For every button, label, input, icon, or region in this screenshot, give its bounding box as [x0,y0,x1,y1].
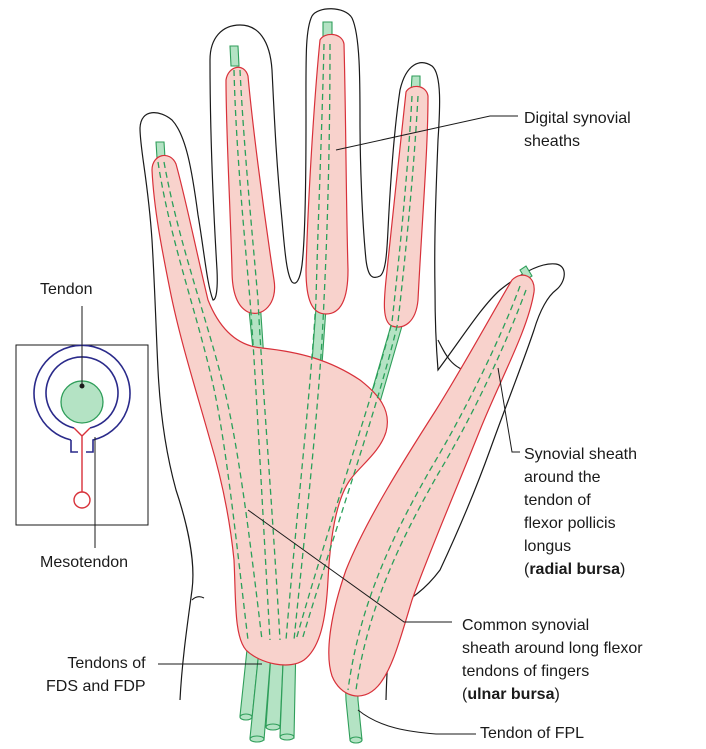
label-digital-synovial-sheaths: Digital synovial sheaths [524,107,631,153]
tendon-stub-end-1 [240,714,252,720]
label-ulnar-line: Common synovial [462,614,643,637]
label-radial-line: around the [524,466,637,489]
label-ulnar-line: sheath around long flexor [462,637,643,660]
label-tendon-text: Tendon [40,281,93,298]
digital-sheath-ring [226,67,275,313]
label-ulnar-bursa: Common synovial sheath around long flexo… [462,614,643,706]
leader-fpl [358,710,476,734]
label-digital-line: Digital synovial [524,107,631,130]
label-fds-fdp: Tendons of FDS and FDP [46,652,146,698]
tendon-index-segment [370,322,402,402]
ulnar-bursa-term: ulnar bursa [467,686,554,703]
label-fds-line: Tendons of [46,652,146,675]
tendon-fpl-end [350,737,362,743]
label-ulnar-line: tendons of fingers [462,660,643,683]
label-radial-bursa: Synovial sheath around the tendon of fle… [524,443,637,581]
tendon-ring-finger-tip [230,46,239,66]
label-radial-line: tendon of [524,489,637,512]
label-fpl: Tendon of FPL [480,722,584,745]
label-tendon: Tendon [40,278,93,301]
inset-vessel [74,492,90,508]
label-mesotendon-text: Mesotendon [40,554,128,571]
label-radial-term: (radial bursa) [524,558,637,581]
tendon-stub-end-3 [266,724,280,730]
leader-tendon-dot [80,384,84,388]
paren-close: ) [620,561,625,578]
digital-sheath-middle [306,34,348,314]
radial-bursa-term: radial bursa [529,561,620,578]
label-radial-line: flexor pollicis [524,512,637,535]
label-fpl-text: Tendon of FPL [480,725,584,742]
tendon-stub-end-4 [280,734,294,740]
label-mesotendon: Mesotendon [40,551,128,574]
label-fds-line: FDS and FDP [46,675,146,698]
label-radial-line: Synovial sheath [524,443,637,466]
label-ulnar-term: (ulnar bursa) [462,683,643,706]
synovial-sheaths [152,34,534,696]
label-radial-line: longus [524,535,637,558]
digital-sheath-index [384,86,428,327]
tendon-stub-end-2 [250,736,264,742]
label-digital-line: sheaths [524,130,631,153]
wrist-crease-left [192,597,204,600]
paren-close: ) [554,686,559,703]
